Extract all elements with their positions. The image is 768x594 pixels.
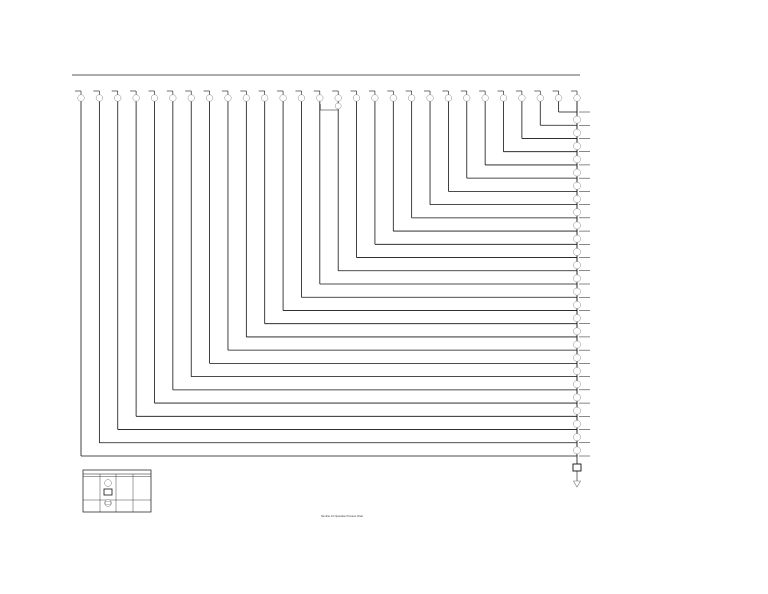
operation-circle-icon — [408, 94, 416, 102]
operation-circle-icon — [114, 94, 122, 102]
operation-circle-icon — [104, 479, 112, 487]
operation-circle-icon — [371, 94, 379, 102]
operation-circle-icon — [224, 94, 232, 102]
assembly-operation-circle-icon — [573, 340, 581, 349]
operation-circle-icon — [206, 94, 214, 102]
assembly-operation-circle-icon — [573, 208, 581, 217]
assembly-operation-circle-icon — [573, 433, 581, 442]
assembly-operation-circle-icon — [573, 353, 581, 362]
assembly-operation-circle-icon — [573, 115, 581, 124]
assembly-operation-circle-icon — [573, 287, 581, 296]
assembly-operation-circle-icon — [573, 181, 581, 190]
assembly-operation-circle-icon — [573, 393, 581, 402]
assembly-operation-circle-icon — [573, 155, 581, 164]
operation-circle-icon — [77, 94, 85, 102]
assembly-operation-circle-icon — [573, 380, 581, 389]
assembly-operation-circle-icon — [573, 248, 581, 256]
operation-circle-icon — [444, 94, 452, 102]
assembly-operation-circle-icon — [573, 221, 581, 230]
inspection-square-icon — [103, 488, 113, 496]
assembly-operation-circle-icon — [573, 314, 581, 322]
assembly-operation-circle-icon — [573, 406, 581, 415]
operation-circle-icon — [481, 94, 489, 102]
operation-circle-icon — [316, 94, 324, 102]
final-steps — [572, 456, 582, 488]
operation-circle-icon — [187, 94, 195, 102]
flow-lines — [75, 90, 590, 457]
assembly-operation-circle-icon — [573, 274, 581, 283]
assembly-operation-circle-icon — [573, 195, 581, 203]
assembly-operation-circle-icon — [573, 300, 581, 309]
legend-frame — [82, 469, 152, 513]
assembly-operation-circle-icon — [573, 142, 581, 150]
operation-symbols — [77, 94, 581, 455]
chart-caption: Number 10 Operation Process Chart — [321, 514, 363, 518]
operation-circle-icon — [573, 94, 581, 102]
inspection-box — [572, 463, 582, 472]
assembly-operation-circle-icon — [573, 234, 581, 243]
assembly-operation-circle-icon — [573, 128, 581, 137]
assembly-operation-circle-icon — [573, 367, 581, 375]
operation-circle-icon — [169, 94, 177, 102]
operation-circle-icon — [95, 94, 103, 102]
assembly-operation-circle-icon — [573, 327, 581, 336]
operation-circle-icon — [279, 94, 287, 102]
operation-circle-icon — [463, 94, 471, 102]
operation-circle-icon — [499, 94, 508, 102]
operation-circle-icon — [150, 94, 159, 102]
operation-circle-icon — [334, 94, 342, 102]
legend-table — [82, 469, 152, 513]
assembly-operation-circle-icon — [573, 168, 581, 177]
combined-square-icon — [105, 501, 111, 506]
operation-circle-icon — [261, 94, 269, 102]
assembly-operation-circle-icon — [573, 420, 581, 428]
storage-triangle-icon — [572, 480, 582, 488]
operation-circle-icon — [536, 94, 544, 102]
operation-circle-icon — [242, 94, 250, 102]
operation-circle-icon — [132, 94, 140, 102]
operation-circle-icon — [426, 94, 434, 102]
operation-circle-icon — [555, 94, 563, 102]
assembly-operation-circle-icon — [573, 446, 581, 455]
assembly-operation-circle-icon — [573, 261, 581, 270]
operation-circle-icon — [297, 94, 305, 102]
operation-circle-icon — [389, 94, 397, 102]
operation-circle-icon — [518, 94, 526, 102]
operation-circle-icon — [353, 94, 361, 102]
sub-assembly-circle-icon — [334, 102, 342, 110]
